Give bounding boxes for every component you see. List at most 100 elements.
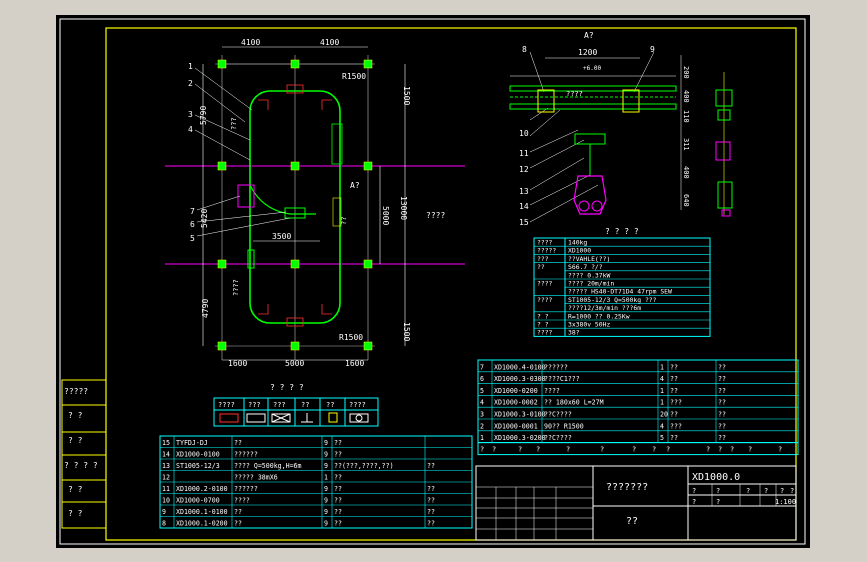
table-cell: ?? [234,439,242,447]
table-cell: 9 [324,497,328,505]
table-cell: 13 [162,462,170,470]
legend-label: ?? [326,401,334,409]
cad-drawing-viewport[interactable]: ????? ? ? ? ? ? ? ? ? ? ? ? ? [56,15,810,548]
callout: 13 [519,187,529,196]
table-cell: ?? [670,363,678,371]
callout: 10 [519,129,529,138]
callout: 11 [519,149,529,158]
strip-label: ? ? [68,485,83,494]
conductor-box [331,123,343,165]
section-dim: 110 [682,110,690,123]
spec-label: ??? [537,255,549,263]
table-cell: 11 [162,485,170,493]
callout: 8 [522,45,527,54]
callout: 5 [190,234,195,243]
title-cell: ? [780,487,784,495]
spec-label: ???? [537,280,553,288]
callout: 6 [190,220,195,229]
beam-top [509,85,677,92]
dim-label: 1500 [402,86,411,105]
table-cell: ???? Q=500kg,H=6m [234,462,302,470]
drawing-border [105,27,797,541]
title-cell: ? [716,487,720,495]
legend-label: ???? [218,401,235,409]
table-cell: 5 [480,387,484,395]
spec-value: ST1005-12/3 Q=500kg ??? [568,296,657,304]
section-dim: 1200 [578,48,597,57]
callout: 3 [188,110,193,119]
table-cell: 8 [162,520,166,528]
dim-label: 5790 [199,106,208,125]
table-cell: 5 [660,434,664,442]
table-cell: ?? [334,439,342,447]
table-cell: ??? [670,422,682,430]
spec-value: 140kg [568,239,587,247]
table-cell: XD1000.3-0100 [494,411,546,419]
callout: 7 [190,207,195,216]
table-cell: ?? [427,497,435,505]
title-cell: ? [692,498,696,506]
callout: 4 [188,125,193,134]
callout: 9 [650,45,655,54]
table-cell: 14 [162,451,170,459]
table-cell: 12 [162,474,170,482]
table-cell: 90?? R1500 [544,422,584,430]
table-header-cell: ? [600,446,604,454]
title-block: XD1000.0 ??????? ?? 1:100 ? ? ? ? ? ? ? … [475,465,797,541]
table-cell: ??C???? [544,411,572,419]
table-cell: XD1000-0100 [176,451,220,459]
table-cell: ??(???,????,??) [334,462,394,470]
table-cell: 1 [660,387,664,395]
spec-label: ???? [537,296,553,304]
hoist-marker [332,197,342,227]
title-cell: ? [790,487,794,495]
dim-label: 1500 [402,322,411,341]
dim-label: 4100 [320,38,339,47]
strip-label: ? ? [68,411,83,420]
section-dim: 200 [682,66,690,79]
table-cell: 1 [660,363,664,371]
table-cell: ?? [718,422,726,430]
specs-table: ? ? ? ? ????140kg?????XD1000?????VAHLE(?… [533,227,711,337]
strip-label: ? ? ? ? [64,461,98,470]
maintenance-section [237,184,255,208]
legend-title: ? ? ? ? [270,383,304,392]
table-cell: XD1000-0002 [494,399,538,407]
outer-frame [59,18,806,545]
spec-label: ? ? [537,312,549,320]
table-cell: ?? [427,485,435,493]
legend-symbol [219,413,239,423]
table-cell: ?? [670,411,678,419]
strip-label: ? ? [68,436,83,445]
callout: 15 [519,218,529,227]
table-cell: 1 [660,399,664,407]
table-cell: 9 [162,508,166,516]
table-header-cell: ? [480,446,484,454]
table-cell: ?? [718,434,726,442]
strip-label: ????? [64,387,88,396]
dim-label: 13000 [399,196,408,220]
table-cell: XD1000-0200 [494,387,538,395]
dim-label: 5000 [381,206,390,225]
table-cell: ????? 38mX6 [234,474,278,482]
table-header-cell: ? [666,446,670,454]
spec-label: ???? [537,239,553,247]
drawing-name: ??????? [606,482,648,493]
table-header-cell: ? [730,446,734,454]
table-cell: XD1000.3-0200 [494,434,546,442]
table-cell: ?????? [234,485,258,493]
table-cell: 3 [480,411,484,419]
plan-note: ?? [340,217,348,225]
table-cell: ???? [544,387,560,395]
table-cell: ?? [334,497,342,505]
callout: 14 [519,202,529,211]
hoist-body [573,175,607,215]
table-cell: 15 [162,439,170,447]
specs-title: ? ? ? ? [605,227,639,236]
spec-value: ????12/3m/min ???6m [568,304,641,312]
table-cell: 9 [324,462,328,470]
table-cell: ?? [718,387,726,395]
title-cell: ? [692,487,696,495]
section-dim: 400 [682,166,690,179]
